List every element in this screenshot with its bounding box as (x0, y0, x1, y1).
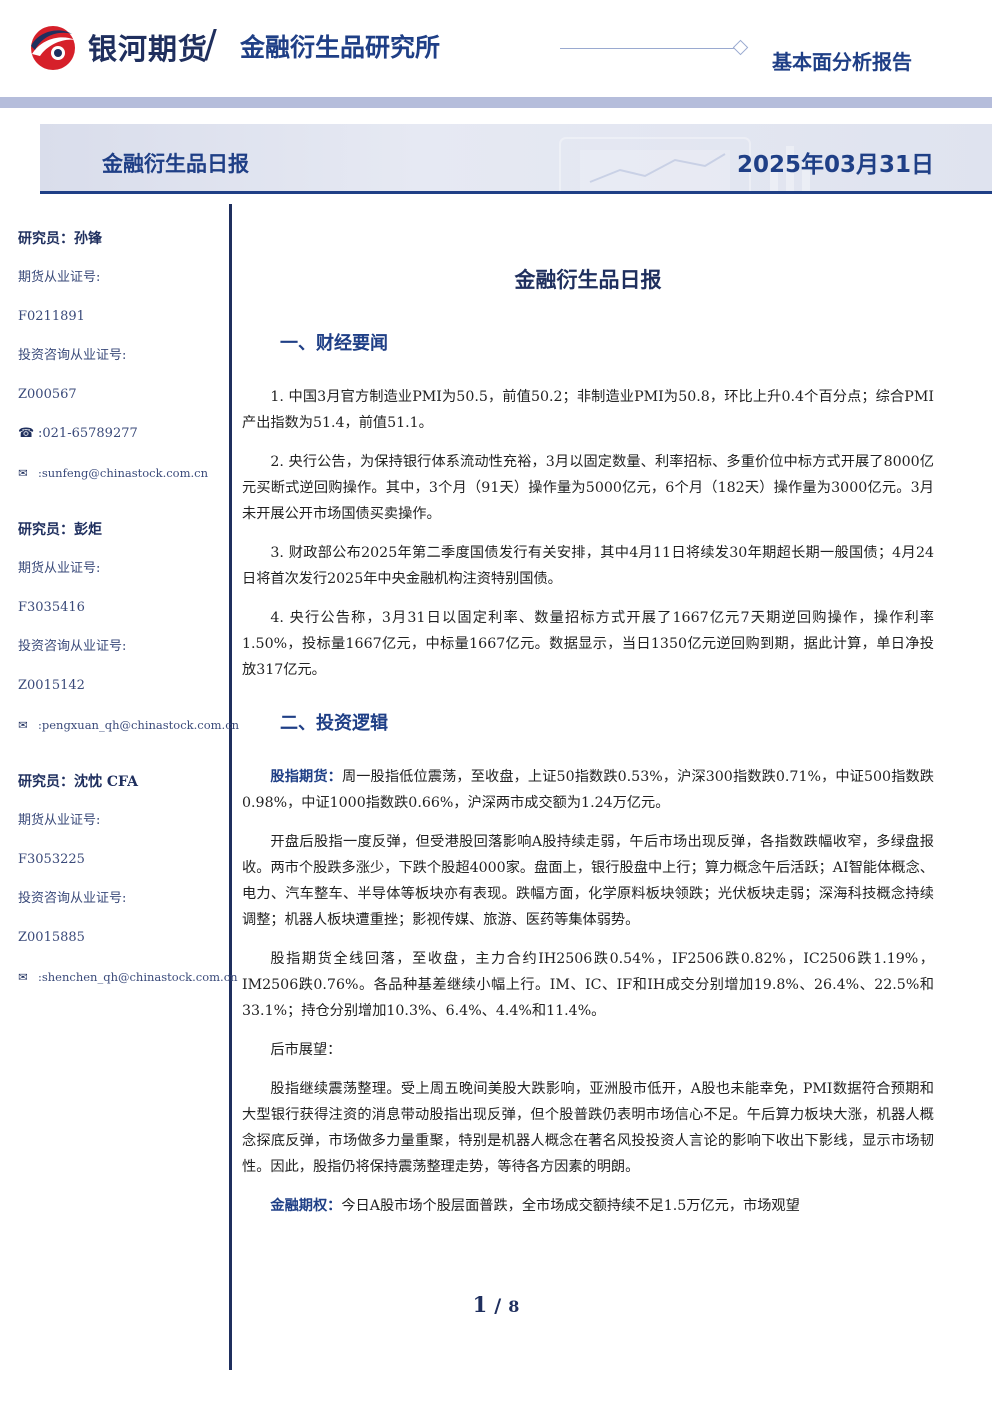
brand-name: 银河期货 (88, 32, 209, 66)
futures-contracts-paragraph: 股指期货全线回落，至收盘，主力合约IH2506跌0.54%，IF2506跌0.8… (242, 951, 934, 1019)
diamond-icon (732, 39, 749, 56)
futures-license-label: 期货从业证号: (18, 561, 101, 576)
phone-number: 021-65789277 (42, 426, 138, 441)
index-futures-paragraph: 股指期货：周一股指低位震荡，至收盘，上证50指数跌0.53%，沪深300指数跌0… (242, 764, 934, 816)
report-date: 2025年03月31日 (736, 152, 934, 178)
page-current: 1 (472, 1292, 488, 1317)
analyst-card: 研究员：沈忱 CFA 期货从业证号: F3053225 投资咨询从业证号: Z0… (18, 769, 238, 1003)
galaxy-logo-icon (31, 26, 75, 70)
page-number: 1 / 8 (0, 1292, 992, 1317)
consult-license: Z0015142 (18, 678, 85, 693)
index-futures-text: 周一股指低位震荡，至收盘，上证50指数跌0.53%，沪深300指数跌0.71%，… (242, 769, 934, 811)
document-title: 金融衍生品日报 (514, 268, 662, 292)
index-futures-label: 股指期货： (270, 769, 342, 785)
analyst-card: 研究员：彭炬 期货从业证号: F3035416 投资咨询从业证号: Z00151… (18, 517, 239, 751)
analyst-name: 研究员：沈忱 CFA (18, 774, 138, 790)
title-banner: 金融衍生品日报 2025年03月31日 (40, 124, 992, 193)
main-content: 金融衍生品日报 一、财经要闻 1. 中国3月官方制造业PMI为50.5，前值50… (242, 262, 934, 1232)
email-row: ✉:pengxuan_qh@chinastock.com.cn (18, 712, 239, 751)
mail-icon: ✉ (18, 970, 28, 984)
section-heading-logic: 二、投资逻辑 (280, 713, 388, 734)
mail-icon: ✉ (18, 466, 28, 480)
mail-icon: ✉ (18, 718, 28, 732)
futures-license: F3035416 (18, 600, 85, 615)
institute-name: 金融衍生品研究所 (240, 33, 441, 62)
consult-license-label: 投资咨询从业证号: (18, 891, 127, 906)
analyst-name: 研究员：彭炬 (18, 522, 102, 538)
report-type: 基本面分析报告 (772, 50, 912, 74)
options-paragraph: 金融期权：今日A股市场个股层面普跌，全市场成交额持续不足1.5万亿元，市场观望 (242, 1193, 934, 1219)
page-header: 银河期货 / 金融衍生品研究所 基本面分析报告 (0, 0, 992, 100)
futures-license: F3053225 (18, 852, 85, 867)
section-heading-news: 一、财经要闻 (280, 333, 388, 354)
email-link[interactable]: sunfeng@chinastock.com.cn (41, 466, 208, 480)
options-label: 金融期权： (270, 1198, 342, 1214)
brand-slash: / (204, 22, 217, 66)
page-total: 8 (508, 1297, 520, 1316)
outlook-paragraph: 股指继续震荡整理。受上周五晚间美股大跌影响，亚洲股市低开，A股也未能幸免，PMI… (242, 1081, 934, 1175)
consult-license: Z000567 (18, 387, 77, 402)
header-rule (560, 48, 735, 49)
analyst-card: 研究员：孙锋 期货从业证号: F0211891 投资咨询从业证号: Z00056… (18, 226, 223, 499)
outlook-label: 后市展望： (270, 1042, 342, 1058)
news-item: 3. 财政部公布2025年第二季度国债发行有关安排，其中4月11日将续发30年期… (242, 545, 934, 587)
analyst-sidebar: 研究员：孙锋 期货从业证号: F0211891 投资咨询从业证号: Z00056… (18, 226, 239, 1021)
options-text: 今日A股市场个股层面普跌，全市场成交额持续不足1.5万亿元，市场观望 (341, 1198, 800, 1214)
phone-row: ☎:021-65789277 (18, 421, 223, 460)
news-item: 1. 中国3月官方制造业PMI为50.5，前值50.2；非制造业PMI为50.8… (242, 389, 934, 431)
email-row: ✉:sunfeng@chinastock.com.cn (18, 460, 223, 499)
news-item: 4. 央行公告称，3月31日以固定利率、数量招标方式开展了1667亿元7天期逆回… (242, 610, 934, 678)
email-row: ✉:shenchen_qh@chinastock.com.cn (18, 964, 238, 1003)
consult-license-label: 投资咨询从业证号: (18, 639, 127, 654)
page-separator: / (494, 1295, 502, 1317)
futures-license: F0211891 (18, 309, 85, 324)
banner-underline (40, 191, 992, 194)
phone-icon: ☎ (18, 426, 35, 441)
banner-title: 金融衍生品日报 (102, 152, 249, 176)
consult-license: Z0015885 (18, 930, 85, 945)
futures-license-label: 期货从业证号: (18, 813, 101, 828)
market-paragraph: 开盘后股指一度反弹，但受港股回落影响A股持续走弱，午后市场出现反弹，各指数跌幅收… (242, 834, 934, 928)
email-link[interactable]: pengxuan_qh@chinastock.com.cn (41, 718, 240, 732)
sidebar-divider (229, 204, 232, 1370)
header-band (0, 97, 992, 108)
news-item: 2. 央行公告，为保持银行体系流动性充裕，3月以固定数量、利率招标、多重价位中标… (242, 454, 934, 522)
consult-license-label: 投资咨询从业证号: (18, 348, 127, 363)
analyst-name: 研究员：孙锋 (18, 231, 102, 247)
email-link[interactable]: shenchen_qh@chinastock.com.cn (41, 970, 238, 984)
banner-decoration-icon (559, 137, 810, 193)
futures-license-label: 期货从业证号: (18, 270, 101, 285)
